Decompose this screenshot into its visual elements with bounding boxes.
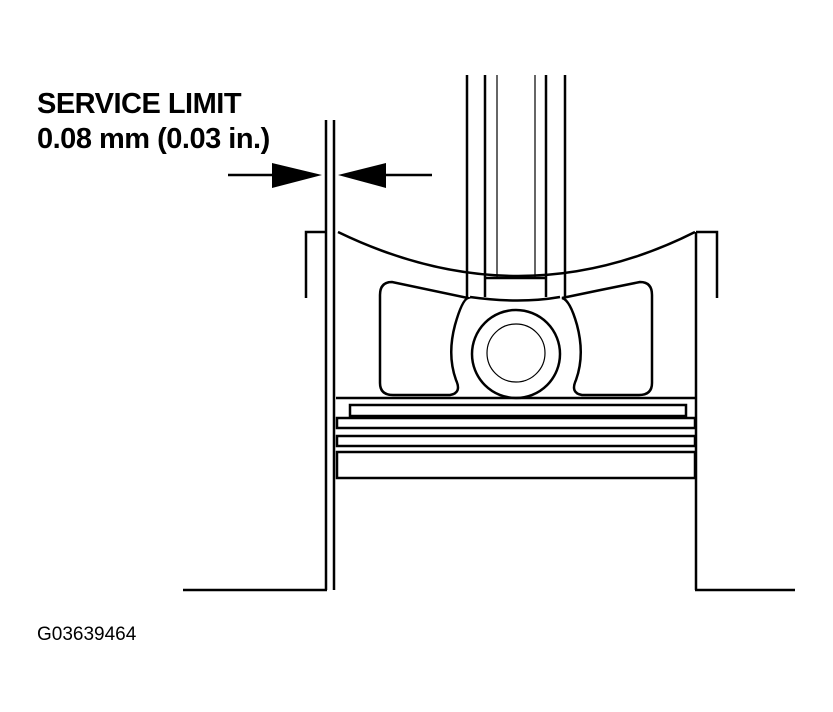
- clearance-arrows: [228, 163, 432, 188]
- piston-pin-boss: [470, 308, 562, 400]
- connecting-rod: [465, 75, 567, 297]
- right-window: [561, 280, 654, 397]
- ring-2: [335, 416, 697, 430]
- ring-3: [335, 434, 697, 448]
- left-window: [378, 280, 473, 397]
- piston-pin: [486, 323, 546, 383]
- piston: [304, 230, 719, 480]
- figure-id: G03639464: [37, 624, 137, 645]
- arrow-left-icon: [338, 163, 386, 188]
- cylinder-wall: [183, 120, 795, 592]
- service-limit-title: SERVICE LIMIT: [37, 88, 242, 120]
- arrow-right-icon: [272, 163, 322, 188]
- service-limit-value: 0.08 mm (0.03 in.): [37, 123, 270, 155]
- ring-1: [348, 403, 688, 418]
- piston-skirt: [335, 450, 697, 480]
